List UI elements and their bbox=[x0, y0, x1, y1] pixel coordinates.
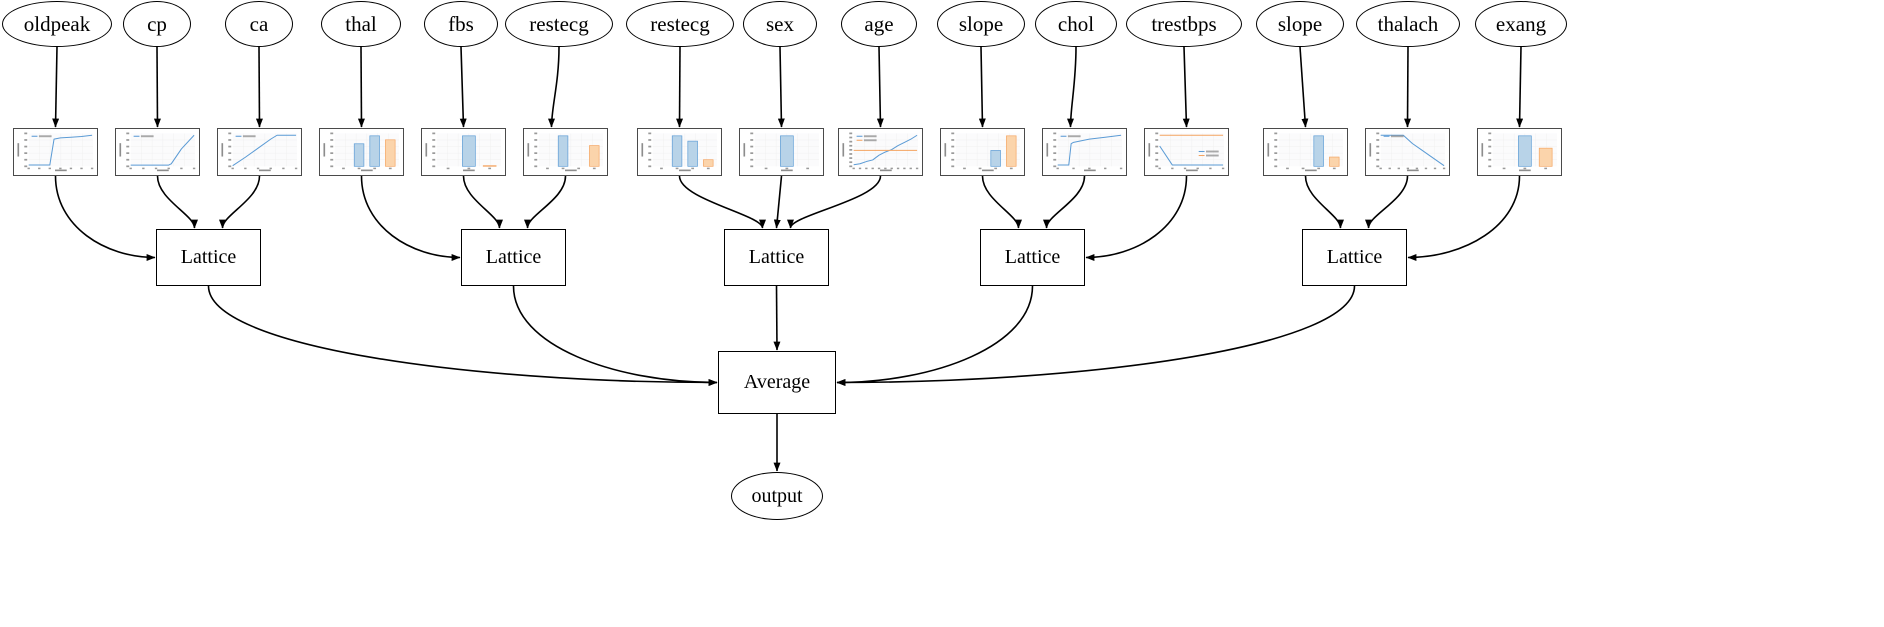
feature-node-age[interactable]: age bbox=[841, 1, 917, 47]
feature-node-chol[interactable]: chol bbox=[1035, 1, 1117, 47]
calibration-plot-cal-ca[interactable] bbox=[217, 128, 302, 176]
calibration-plot-cal-exang[interactable] bbox=[1477, 128, 1562, 176]
feature-node-label: sex bbox=[766, 11, 794, 36]
output-node[interactable]: output bbox=[731, 472, 823, 520]
edge-lattice-5-to-average bbox=[836, 285, 1356, 386]
feature-node-label: oldpeak bbox=[23, 11, 91, 36]
edge-thal-to-cal-thal bbox=[357, 46, 365, 128]
edge-lattice-4-to-average bbox=[836, 285, 1034, 386]
edge-slope2-to-cal-slope-2 bbox=[1299, 46, 1309, 128]
calibration-plot-cal-slope-2[interactable] bbox=[1263, 128, 1348, 176]
calibration-plot-cal-slope-1[interactable] bbox=[940, 128, 1025, 176]
lattice-box-3[interactable]: Lattice bbox=[724, 229, 829, 286]
feature-node-trestbps[interactable]: trestbps bbox=[1126, 1, 1242, 47]
calibration-plot-cal-cp[interactable] bbox=[115, 128, 200, 176]
edge-cal-restecg-2-to-lattice-3 bbox=[678, 175, 766, 229]
lattice-label: Lattice bbox=[485, 246, 542, 268]
edge-slope1-to-cal-slope-1 bbox=[978, 46, 986, 128]
edge-cal-age-to-lattice-3 bbox=[787, 175, 882, 229]
feature-node-label: fbs bbox=[448, 11, 474, 36]
calibration-plot-cal-restecg-2[interactable] bbox=[637, 128, 722, 176]
calibration-plot-cal-thal[interactable] bbox=[319, 128, 404, 176]
calibration-plot-cal-trestbps[interactable] bbox=[1144, 128, 1229, 176]
feature-node-oldpeak[interactable]: oldpeak bbox=[2, 1, 112, 47]
calibration-plot-cal-restecg-1[interactable] bbox=[523, 128, 608, 176]
edge-cal-cp-to-lattice-1 bbox=[156, 175, 198, 229]
feature-node-label: trestbps bbox=[1151, 11, 1217, 36]
edge-exang-to-cal-exang bbox=[1516, 46, 1524, 128]
edge-cal-thal-to-lattice-2 bbox=[360, 175, 461, 261]
lattice-box-5[interactable]: Lattice bbox=[1302, 229, 1407, 286]
calibration-plot-cal-sex[interactable] bbox=[739, 128, 824, 176]
edge-lattice-1-to-average bbox=[207, 285, 718, 386]
average-label: Average bbox=[743, 371, 811, 393]
lattice-box-4[interactable]: Lattice bbox=[980, 229, 1085, 286]
calibration-plot-cal-chol[interactable] bbox=[1042, 128, 1127, 176]
feature-node-exang[interactable]: exang bbox=[1475, 1, 1567, 47]
edge-lattice-2-to-average bbox=[512, 285, 718, 386]
lattice-box-1[interactable]: Lattice bbox=[156, 229, 261, 286]
feature-node-slope1[interactable]: slope bbox=[937, 1, 1025, 47]
feature-node-label: chol bbox=[1057, 11, 1095, 36]
edge-fbs-to-cal-fbs bbox=[459, 46, 467, 128]
feature-node-slope2[interactable]: slope bbox=[1256, 1, 1344, 47]
feature-node-ca[interactable]: ca bbox=[225, 1, 293, 47]
feature-node-label: ca bbox=[249, 11, 269, 36]
feature-node-label: exang bbox=[1495, 11, 1547, 36]
feature-node-label: age bbox=[864, 11, 894, 36]
edge-cal-ca-to-lattice-1 bbox=[219, 175, 261, 229]
feature-node-restecg1[interactable]: restecg bbox=[505, 1, 613, 47]
edge-restecg2-to-cal-restecg-2 bbox=[676, 46, 684, 128]
average-box[interactable]: Average bbox=[718, 351, 836, 414]
feature-node-restecg2[interactable]: restecg bbox=[626, 1, 734, 47]
calibration-plot-cal-age[interactable] bbox=[838, 128, 923, 176]
edge-chol-to-cal-chol bbox=[1067, 46, 1077, 128]
lattice-label: Lattice bbox=[748, 246, 805, 268]
feature-node-label: slope bbox=[1277, 11, 1323, 36]
edge-trestbps-to-cal-trestbps bbox=[1182, 46, 1190, 128]
calibration-plot-cal-oldpeak[interactable] bbox=[13, 128, 98, 176]
edge-restecg1-to-cal-restecg-1 bbox=[548, 46, 560, 128]
feature-node-cp[interactable]: cp bbox=[123, 1, 191, 47]
feature-node-label: cp bbox=[147, 11, 167, 36]
edge-cal-restecg-1-to-lattice-2 bbox=[524, 175, 567, 229]
edge-ca-to-cal-ca bbox=[255, 46, 263, 128]
lattice-label: Lattice bbox=[1004, 246, 1061, 268]
edge-lattice-3-to-average bbox=[773, 285, 781, 351]
feature-node-label: restecg bbox=[529, 11, 589, 36]
output-label: output bbox=[751, 484, 803, 507]
edge-age-to-cal-age bbox=[876, 46, 884, 128]
edge-cal-sex-to-lattice-3 bbox=[773, 175, 783, 229]
edge-sex-to-cal-sex bbox=[777, 46, 785, 128]
edge-cal-trestbps-to-lattice-4 bbox=[1085, 175, 1188, 261]
edge-cal-slope-2-to-lattice-5 bbox=[1304, 175, 1344, 229]
edge-cal-fbs-to-lattice-2 bbox=[462, 175, 503, 229]
lattice-label: Lattice bbox=[180, 246, 237, 268]
lattice-box-2[interactable]: Lattice bbox=[461, 229, 566, 286]
calibration-plot-cal-fbs[interactable] bbox=[421, 128, 506, 176]
feature-node-sex[interactable]: sex bbox=[743, 1, 817, 47]
edge-thalach-to-cal-thalach bbox=[1404, 46, 1412, 128]
feature-node-label: thal bbox=[345, 11, 377, 36]
edge-cal-thalach-to-lattice-5 bbox=[1365, 175, 1409, 229]
edge-cal-chol-to-lattice-4 bbox=[1043, 175, 1086, 229]
edge-cp-to-cal-cp bbox=[153, 46, 161, 128]
edge-cal-exang-to-lattice-5 bbox=[1407, 175, 1521, 261]
feature-node-thalach[interactable]: thalach bbox=[1356, 1, 1460, 47]
edge-oldpeak-to-cal-oldpeak bbox=[52, 46, 60, 128]
lattice-label: Lattice bbox=[1326, 246, 1383, 268]
edge-cal-oldpeak-to-lattice-1 bbox=[54, 175, 156, 261]
feature-node-label: thalach bbox=[1377, 11, 1439, 36]
edge-cal-slope-1-to-lattice-4 bbox=[981, 175, 1022, 229]
feature-node-label: restecg bbox=[650, 11, 710, 36]
feature-node-label: slope bbox=[958, 11, 1004, 36]
feature-node-fbs[interactable]: fbs bbox=[424, 1, 498, 47]
feature-node-thal[interactable]: thal bbox=[321, 1, 401, 47]
calibration-plot-cal-thalach[interactable] bbox=[1365, 128, 1450, 176]
